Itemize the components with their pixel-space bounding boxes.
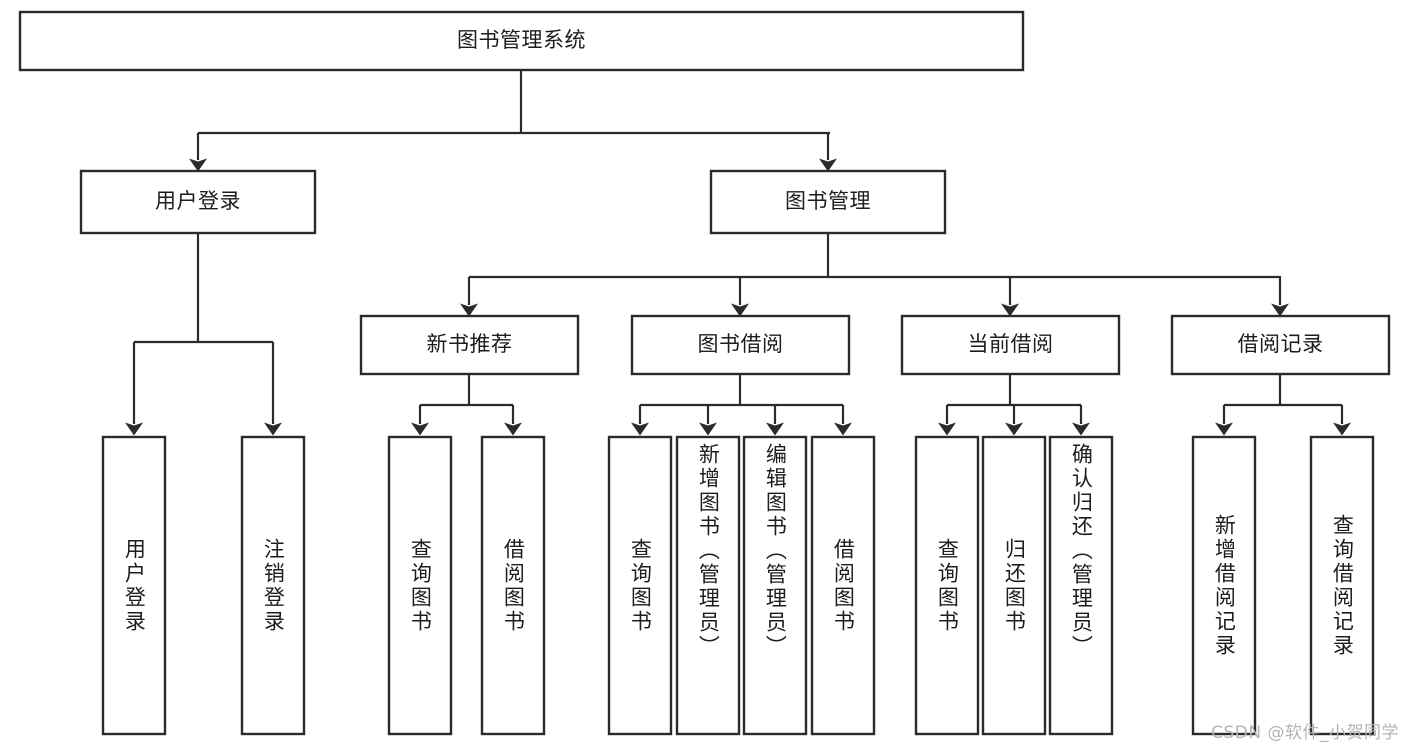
node-leaf-6[interactable]: [742, 435, 808, 736]
connector-borrowrecord-to-leaves: [1215, 374, 1351, 436]
node-root[interactable]: [18, 10, 1025, 72]
node-user-login[interactable]: [79, 169, 317, 235]
connector-root-to-level1: [189, 70, 837, 172]
connector-bookmgmt-to-level2: [460, 233, 1289, 317]
node-leaf-10[interactable]: [1048, 435, 1114, 736]
node-leaf-7[interactable]: [810, 435, 876, 736]
node-leaf-9[interactable]: [981, 435, 1047, 736]
node-book-management[interactable]: [709, 169, 947, 235]
node-leaf-0[interactable]: [101, 435, 167, 736]
node-book-borrow[interactable]: [630, 314, 851, 376]
node-leaf-3[interactable]: [480, 435, 546, 736]
node-leaf-11[interactable]: [1191, 435, 1257, 736]
connector-currentborrow-to-leaves: [938, 374, 1090, 436]
connector-bookborrow-to-leaves: [631, 374, 852, 436]
connector-userlogin-to-leaves: [125, 233, 282, 436]
node-new-book-recommend[interactable]: [359, 314, 580, 376]
node-leaf-1[interactable]: [240, 435, 306, 736]
connector-newbook-to-leaves: [411, 374, 522, 436]
node-leaf-5[interactable]: [675, 435, 741, 736]
node-leaf-2[interactable]: [387, 435, 453, 736]
watermark-text: CSDN @软件_小贺同学: [1211, 723, 1399, 743]
node-borrow-record[interactable]: [1170, 314, 1391, 376]
node-current-borrow[interactable]: [900, 314, 1121, 376]
node-leaf-8[interactable]: [914, 435, 980, 736]
node-leaf-4[interactable]: [607, 435, 673, 736]
node-leaf-12[interactable]: [1309, 435, 1375, 736]
